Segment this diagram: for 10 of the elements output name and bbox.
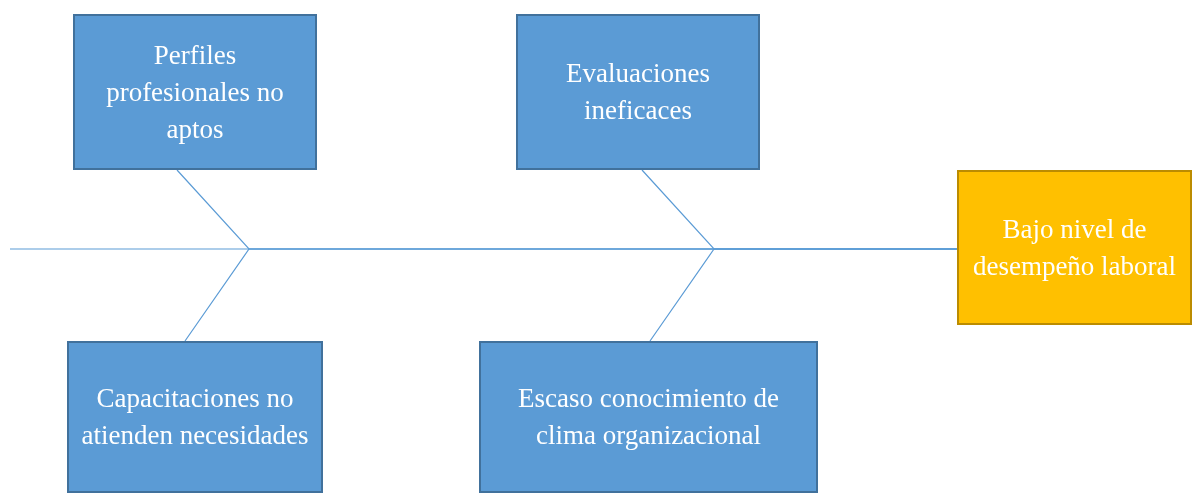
box-label: Perfiles profesionales no aptos (105, 38, 285, 146)
cause-box (516, 14, 760, 170)
cause-box (67, 341, 323, 493)
cause-box (73, 14, 317, 170)
box-label: Evaluaciones ineficaces (565, 57, 711, 127)
box-label: Bajo nivel de desempeño laboral (971, 212, 1178, 283)
cause-box (479, 341, 818, 493)
effect-box (957, 170, 1192, 325)
box-label: Escaso conocimiento de clima organizacional (517, 382, 780, 452)
box-label: Capacitaciones no atienden necesidades (80, 382, 310, 452)
